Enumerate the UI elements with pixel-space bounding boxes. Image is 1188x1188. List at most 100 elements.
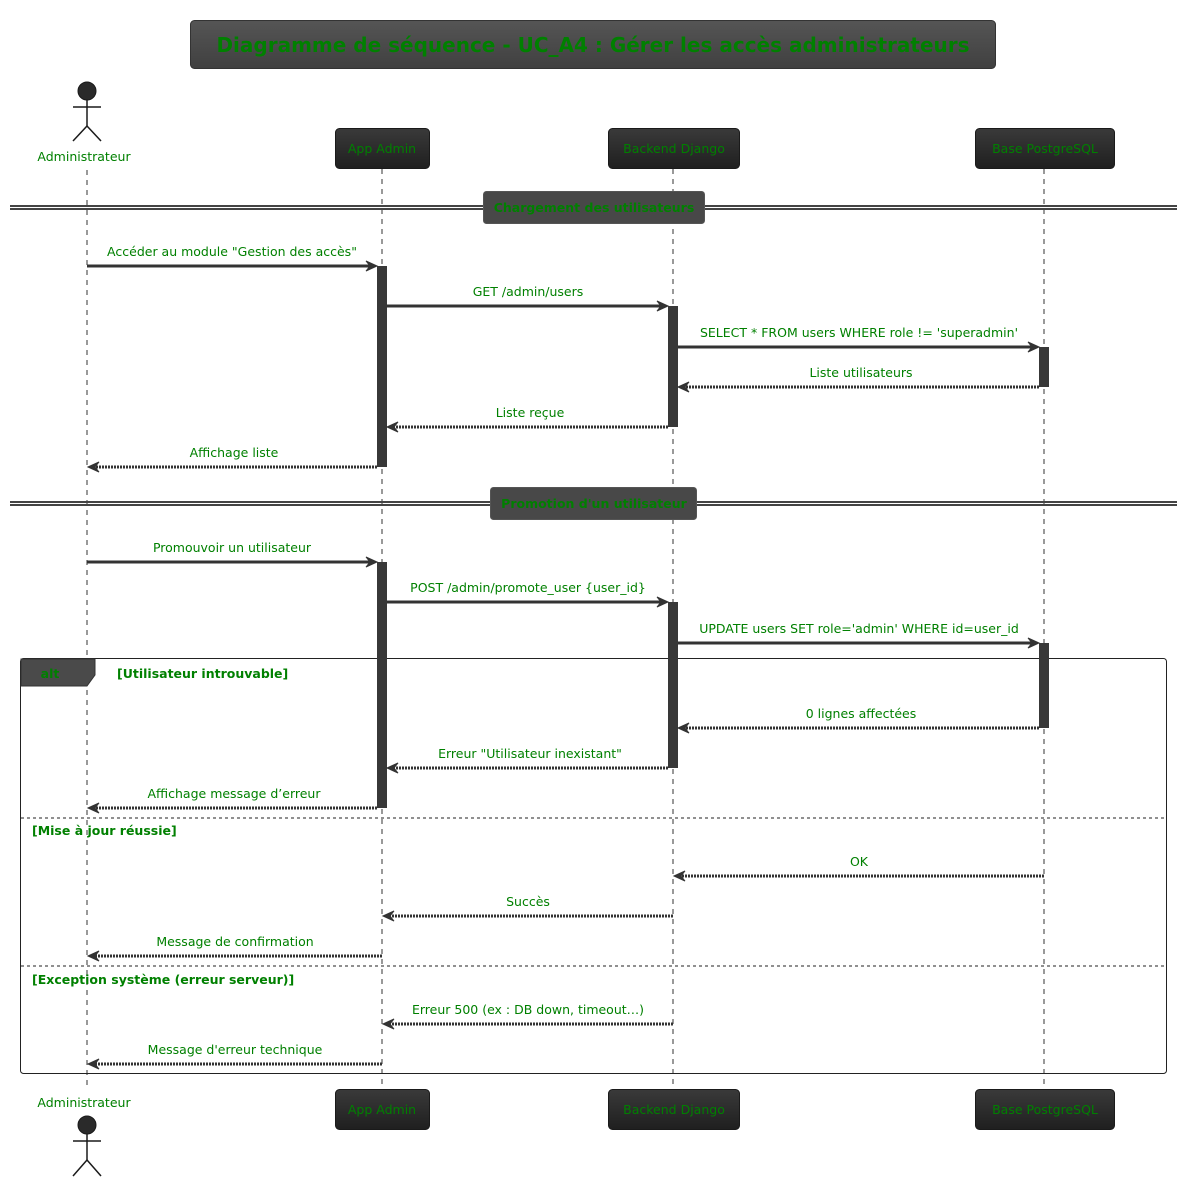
message-label: Promouvoir un utilisateur: [153, 540, 312, 555]
participant-administrateur-top: Administrateur: [37, 81, 131, 164]
participant-backend-django-bottom: Backend Django: [608, 1089, 740, 1130]
actor-label: Administrateur: [37, 1095, 131, 1110]
message-label: SELECT * FROM users WHERE role != 'super…: [700, 325, 1018, 340]
arrowhead-icon: [381, 910, 395, 922]
divider-chargement: Chargement des utilisateurs: [10, 191, 1177, 224]
arrowhead-icon: [1027, 637, 1041, 649]
message: Succès: [381, 894, 673, 922]
participant-base-postgresql-top: Base PostgreSQL: [975, 128, 1115, 169]
arrowhead-icon: [86, 950, 100, 962]
participant-label: App Admin: [348, 1102, 416, 1117]
activation-bar-app: [377, 266, 387, 467]
message-label: Succès: [506, 894, 550, 909]
participant-box: [335, 1089, 430, 1130]
divider-box: [483, 191, 705, 224]
arrowhead-icon: [365, 556, 379, 568]
participant-backend-django-top: Backend Django: [608, 128, 740, 169]
message: Erreur "Utilisateur inexistant": [385, 746, 668, 774]
alt-frame-tab: [20, 658, 96, 687]
participant-box: [975, 128, 1115, 169]
participant-box: [608, 128, 740, 169]
message-label: Message d'erreur technique: [148, 1042, 323, 1057]
arrowhead-icon: [385, 762, 399, 774]
message: 0 lignes affectées: [676, 706, 1039, 734]
participant-label: Backend Django: [623, 141, 725, 156]
arrowhead-icon: [86, 1058, 100, 1070]
message-label: GET /admin/users: [473, 284, 584, 299]
activation-bar-db: [1039, 643, 1049, 728]
divider-promotion: Promotion d'un utilisateur: [10, 487, 1177, 520]
participant-label: Base PostgreSQL: [992, 1102, 1098, 1117]
alt-frame: alt [Utilisateur introuvable] [Mise à jo…: [20, 658, 1167, 1074]
participant-base-postgresql-bottom: Base PostgreSQL: [975, 1089, 1115, 1130]
message: Message de confirmation: [86, 934, 382, 962]
message: Affichage message d’erreur: [86, 786, 377, 814]
participant-box: [335, 128, 430, 169]
message: Message d'erreur technique: [86, 1042, 382, 1070]
arrowhead-icon: [656, 300, 670, 312]
message: Promouvoir un utilisateur: [87, 540, 379, 568]
message-label: Affichage message d’erreur: [148, 786, 322, 801]
message-label: Accéder au module "Gestion des accès": [107, 244, 357, 259]
participant-app-admin-bottom: App Admin: [335, 1089, 430, 1130]
messages: Accéder au module "Gestion des accès" GE…: [86, 244, 1044, 1070]
actor-label: Administrateur: [37, 149, 131, 164]
alt-keyword: alt: [41, 666, 60, 681]
message-label: Liste utilisateurs: [809, 365, 912, 380]
activation-bar-app: [377, 562, 387, 808]
message: UPDATE users SET role='admin' WHERE id=u…: [678, 621, 1041, 649]
arrowhead-icon: [86, 461, 100, 473]
message: SELECT * FROM users WHERE role != 'super…: [678, 325, 1041, 353]
arrowhead-icon: [676, 722, 690, 734]
participant-box: [975, 1089, 1115, 1130]
divider-box: [490, 487, 697, 520]
message-label: UPDATE users SET role='admin' WHERE id=u…: [699, 621, 1019, 636]
actor-icon: [72, 81, 102, 142]
activation-bar-backend: [668, 602, 678, 768]
activations: [377, 266, 1049, 808]
message-label: Affichage liste: [190, 445, 279, 460]
title-text: Diagramme de séquence - UC_A4 : Gérer le…: [216, 33, 969, 57]
message-label: OK: [850, 854, 869, 869]
activation-bar-backend: [668, 306, 678, 427]
participant-box: [608, 1089, 740, 1130]
arrowhead-icon: [656, 596, 670, 608]
participant-app-admin-top: App Admin: [335, 128, 430, 169]
message-label: Erreur "Utilisateur inexistant": [438, 746, 622, 761]
message: OK: [672, 854, 1044, 882]
message: Liste utilisateurs: [676, 365, 1039, 393]
message-label: Liste reçue: [496, 405, 565, 420]
arrowhead-icon: [676, 381, 690, 393]
message: POST /admin/promote_user {user_id}: [387, 580, 670, 608]
message: Affichage liste: [86, 445, 377, 473]
participant-label: App Admin: [348, 141, 416, 156]
participant-label: Base PostgreSQL: [992, 141, 1098, 156]
title-box: [190, 20, 996, 69]
arrowhead-icon: [672, 870, 686, 882]
alt-guard: [Mise à jour réussie]: [32, 823, 177, 838]
arrowhead-icon: [385, 421, 399, 433]
message-label: Message de confirmation: [156, 934, 313, 949]
diagram-title: Diagramme de séquence - UC_A4 : Gérer le…: [190, 20, 996, 69]
divider-label: Chargement des utilisateurs: [494, 200, 695, 215]
participant-label: Backend Django: [623, 1102, 725, 1117]
message-label: Erreur 500 (ex : DB down, timeout…): [412, 1002, 644, 1017]
arrowhead-icon: [365, 260, 379, 272]
alt-frame-border: [20, 658, 1167, 1074]
arrowhead-icon: [1027, 341, 1041, 353]
alt-guard: [Utilisateur introuvable]: [117, 666, 288, 681]
message: Erreur 500 (ex : DB down, timeout…): [381, 1002, 673, 1030]
alt-guard: [Exception système (erreur serveur)]: [32, 972, 294, 987]
actor-icon: [72, 1115, 102, 1177]
activation-bar-db: [1039, 347, 1049, 387]
message: Accéder au module "Gestion des accès": [87, 244, 379, 272]
arrowhead-icon: [86, 802, 100, 814]
participant-administrateur-bottom: Administrateur: [37, 1095, 131, 1177]
message-label: POST /admin/promote_user {user_id}: [410, 580, 646, 595]
divider-label: Promotion d'un utilisateur: [501, 496, 688, 511]
arrowhead-icon: [381, 1018, 395, 1030]
message-label: 0 lignes affectées: [806, 706, 917, 721]
message: GET /admin/users: [387, 284, 670, 312]
message: Liste reçue: [385, 405, 668, 433]
